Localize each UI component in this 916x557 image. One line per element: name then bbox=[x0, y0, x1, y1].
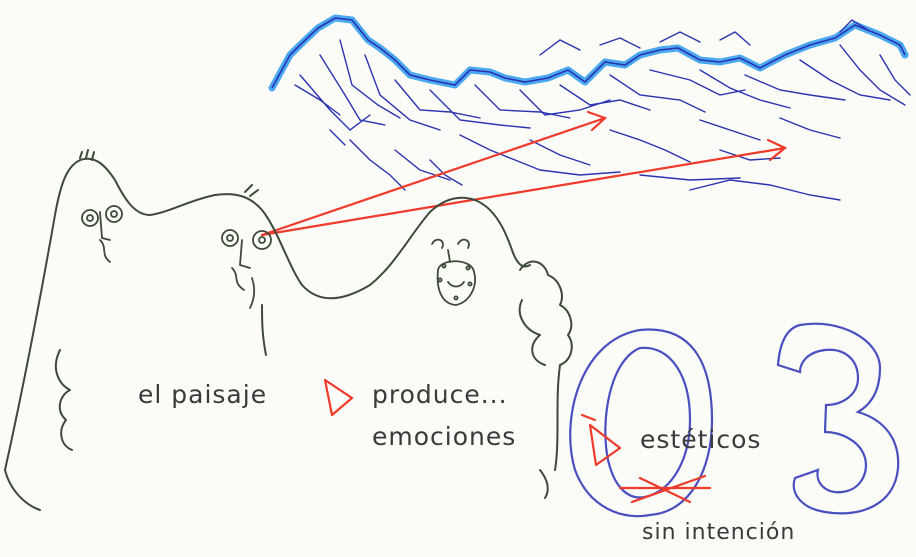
strikethrough bbox=[618, 474, 712, 504]
mountain-range bbox=[294, 19, 911, 201]
face-left bbox=[81, 205, 123, 263]
face-middle bbox=[221, 229, 272, 309]
caption-produce: produce... bbox=[372, 380, 508, 409]
caption-emociones: emociones bbox=[372, 422, 517, 451]
face-right bbox=[431, 238, 476, 306]
outline-letter-zero bbox=[569, 328, 714, 518]
hill-figures bbox=[4, 149, 573, 511]
caption-sin-intencion: sin intención bbox=[642, 520, 796, 545]
red-marks bbox=[323, 378, 712, 504]
sight-arrows bbox=[260, 110, 788, 237]
red-delta-2 bbox=[588, 423, 622, 467]
caption-esteticos: estéticos bbox=[640, 425, 762, 454]
outline-letter-three bbox=[776, 322, 900, 515]
caption-el-paisaje: el paisaje bbox=[138, 380, 268, 409]
mountain-skyline bbox=[271, 17, 906, 89]
red-delta-1 bbox=[323, 378, 354, 417]
